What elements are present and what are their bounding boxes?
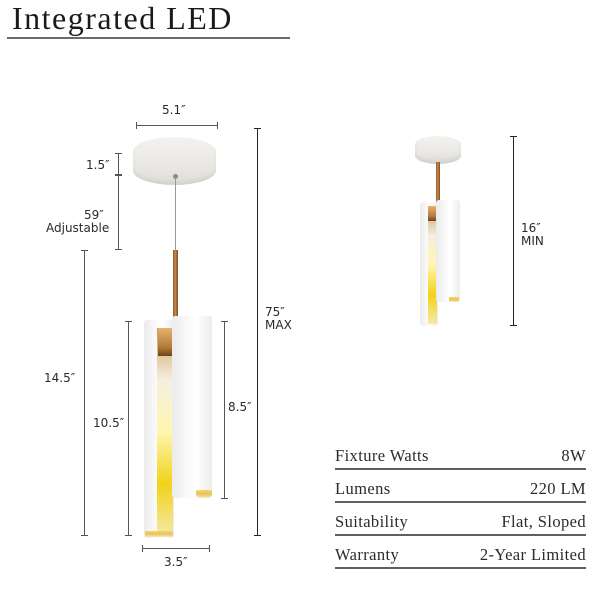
min-height-label: 16″ [521, 221, 541, 235]
canopy-height-label: 1.5″ [86, 158, 110, 172]
canopy-width-label: 5.1″ [162, 103, 186, 117]
min-brass-rod [436, 162, 440, 202]
shade-right-height-label: 8.5″ [228, 400, 252, 414]
fixture-height-label: 14.5″ [44, 371, 76, 385]
spec-label: Suitability [335, 512, 409, 531]
spec-row-fixture-watts: Fixture Watts 8W [335, 440, 586, 470]
brass-inner-cap [158, 328, 172, 356]
shade-width-label: 3.5″ [164, 555, 188, 569]
min-led-light-strip [428, 206, 437, 324]
title-divider [7, 37, 290, 39]
page-title: Integrated LED [12, 0, 233, 36]
min-height-line [510, 136, 517, 326]
canopy-height-line [115, 153, 122, 175]
gold-foil-edge [196, 490, 212, 498]
min-gold-foil-edge [449, 297, 459, 302]
shade-right-height-line [221, 321, 228, 499]
spec-table: Fixture Watts 8W Lumens 220 LM Suitabili… [335, 440, 586, 572]
fixture-height-line [81, 250, 88, 536]
cord-adjustable-label: Adjustable [46, 221, 110, 235]
gold-foil-bottom [145, 531, 173, 537]
max-height-note: MAX [265, 318, 292, 332]
brass-rod [173, 250, 178, 318]
cord-length-label: 59″ [84, 208, 104, 222]
min-brass-inner-cap [428, 206, 437, 221]
min-shade-right-panel [436, 200, 460, 302]
shade-width-line [142, 545, 210, 552]
spec-value: 2-Year Limited [479, 545, 586, 564]
shade-left-height-line [125, 321, 132, 536]
min-ceiling-canopy [415, 136, 461, 164]
spec-value: 220 LM [529, 479, 586, 498]
spec-label: Warranty [335, 545, 400, 564]
spec-row-lumens: Lumens 220 LM [335, 473, 586, 503]
spec-value: 8W [561, 446, 586, 465]
spec-row-warranty: Warranty 2-Year Limited [335, 539, 586, 569]
shade-left-height-label: 10.5″ [93, 416, 125, 430]
spec-label: Lumens [335, 479, 391, 498]
spec-value: Flat, Sloped [501, 512, 586, 531]
max-height-label: 75″ [265, 305, 285, 319]
min-height-note: MIN [521, 234, 544, 248]
shade-right-panel [172, 316, 212, 498]
spec-row-suitability: Suitability Flat, Sloped [335, 506, 586, 536]
max-height-line [254, 128, 261, 536]
led-light-strip [157, 328, 173, 536]
cord-grip [173, 174, 178, 179]
spec-label: Fixture Watts [335, 446, 429, 465]
canopy-width-line [136, 122, 218, 129]
cord-length-line [115, 175, 122, 250]
suspension-cord [175, 176, 176, 251]
